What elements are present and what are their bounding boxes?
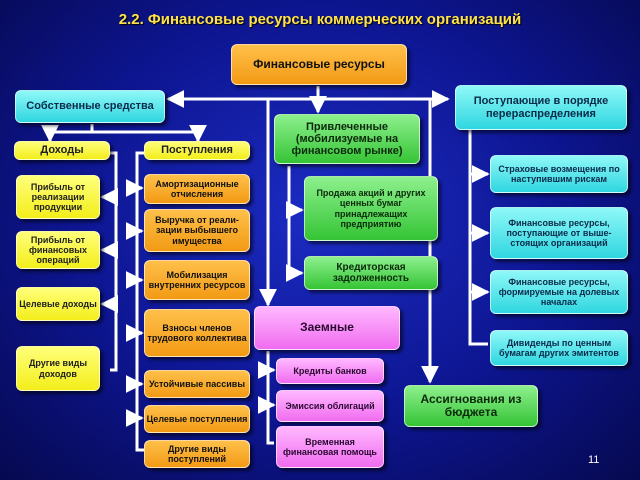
income-item-other-income: Другие виды доходов — [16, 346, 100, 391]
attracted-bracket — [285, 166, 304, 282]
node-own-funds: Собственные средства — [15, 90, 165, 123]
borrowed-item-bond-issue: Эмиссия облигаций — [276, 390, 384, 422]
income-item-financial-profit: Прибыль от финансовых операций — [16, 231, 100, 269]
borrowed-item-bank-loans: Кредиты банков — [276, 358, 384, 384]
node-income: Доходы — [14, 141, 110, 160]
node-receipts: Поступления — [144, 141, 250, 160]
redistribution-item-insurance: Страховые возмещения по наступившим риск… — [490, 155, 628, 193]
node-budget-allocations: Ассигнования из бюджета — [404, 385, 538, 427]
receipt-item-internal-mobilization: Мобилизация внутренних ресурсов — [144, 260, 250, 300]
node-borrowed-funds: Заемные — [254, 306, 400, 350]
node-redistribution: Поступающие в порядке перераспределения — [455, 85, 627, 130]
receipt-item-staff-contributions: Взносы членов трудового коллектива — [144, 309, 250, 357]
attracted-item-securities-sale: Продажа акций и других ценных бумаг прин… — [304, 176, 438, 241]
receipt-item-other-receipts: Другие виды поступлений — [144, 440, 250, 468]
redistribution-item-parent-org: Финансовые ресурсы, поступающие от выше-… — [490, 207, 628, 259]
borrowed-bracket — [266, 351, 274, 445]
attracted-item-payables: Кредиторская задолженность — [304, 256, 438, 290]
redistribution-item-shared: Финансовые ресурсы, формируемые на долев… — [490, 270, 628, 314]
redistribution-item-dividends: Дивиденды по ценным бумагам других эмите… — [490, 330, 628, 366]
income-item-product-profit: Прибыль от реализации продукции — [16, 175, 100, 219]
page-title: 2.2. Финансовые ресурсы коммерческих орг… — [118, 11, 522, 28]
borrowed-item-temporary-aid: Временная финансовая помощь — [276, 426, 384, 468]
receipt-item-stable-liabilities: Устойчивые пассивы — [144, 370, 250, 398]
node-attracted-funds: Привлеченные (мобилизуемые на финансовом… — [274, 114, 420, 164]
income-item-target-income: Целевые доходы — [16, 287, 100, 321]
receipts-bracket — [135, 151, 144, 452]
receipt-item-depreciation: Амортизационные отчисления — [144, 174, 250, 204]
income-bracket — [110, 151, 118, 372]
page-number: 11 — [588, 454, 600, 466]
receipt-item-target-receipts: Целевые поступления — [144, 405, 250, 433]
receipt-item-asset-sales: Выручка от реали-зации выбывшего имущест… — [144, 209, 250, 252]
own-to-income — [41, 124, 94, 143]
own-to-receipts — [92, 124, 207, 143]
redistribution-bracket — [468, 130, 488, 346]
node-financial-resources: Финансовые ресурсы — [231, 44, 407, 85]
